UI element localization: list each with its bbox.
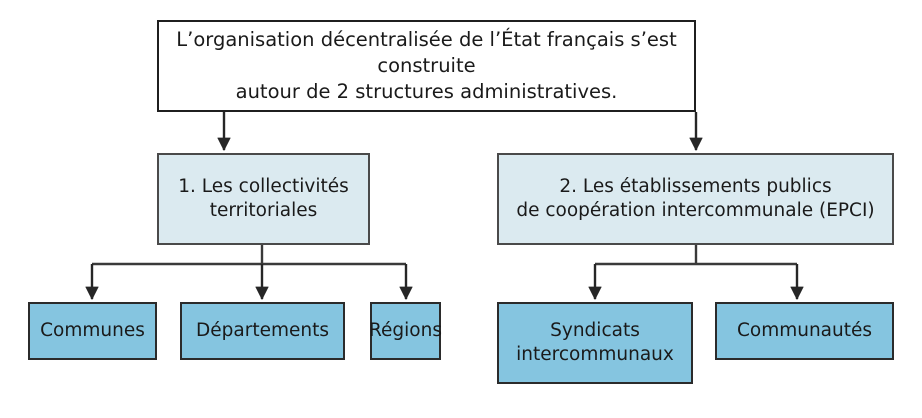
leaf-node-label: Régions [369, 319, 442, 341]
leaf-node-regions: Régions [369, 302, 442, 360]
branch-node-collectivites-territoriales: 1. Les collectivités territoriales [157, 153, 370, 245]
branch-node-epci: 2. Les établissements publics de coopéra… [497, 153, 894, 245]
leaf-node-communes: Communes [28, 302, 157, 360]
leaf-node-departements: Départements [180, 302, 345, 360]
branch-node-label: 2. Les établissements publics de coopéra… [516, 175, 875, 221]
leaf-node-label: Communes [40, 319, 145, 341]
branch-node-label: 1. Les collectivités territoriales [178, 175, 349, 221]
leaf-node-communautes: Communautés [715, 302, 894, 360]
leaf-node-label: Syndicats intercommunaux [516, 319, 674, 365]
leaf-node-label: Communautés [736, 319, 873, 341]
leaf-node-syndicats-intercommunaux: Syndicats intercommunaux [497, 302, 693, 384]
root-node-label: L’organisation décentralisée de l’État f… [176, 28, 677, 103]
root-node-statement: L’organisation décentralisée de l’État f… [157, 20, 696, 112]
leaf-node-label: Départements [196, 319, 329, 341]
